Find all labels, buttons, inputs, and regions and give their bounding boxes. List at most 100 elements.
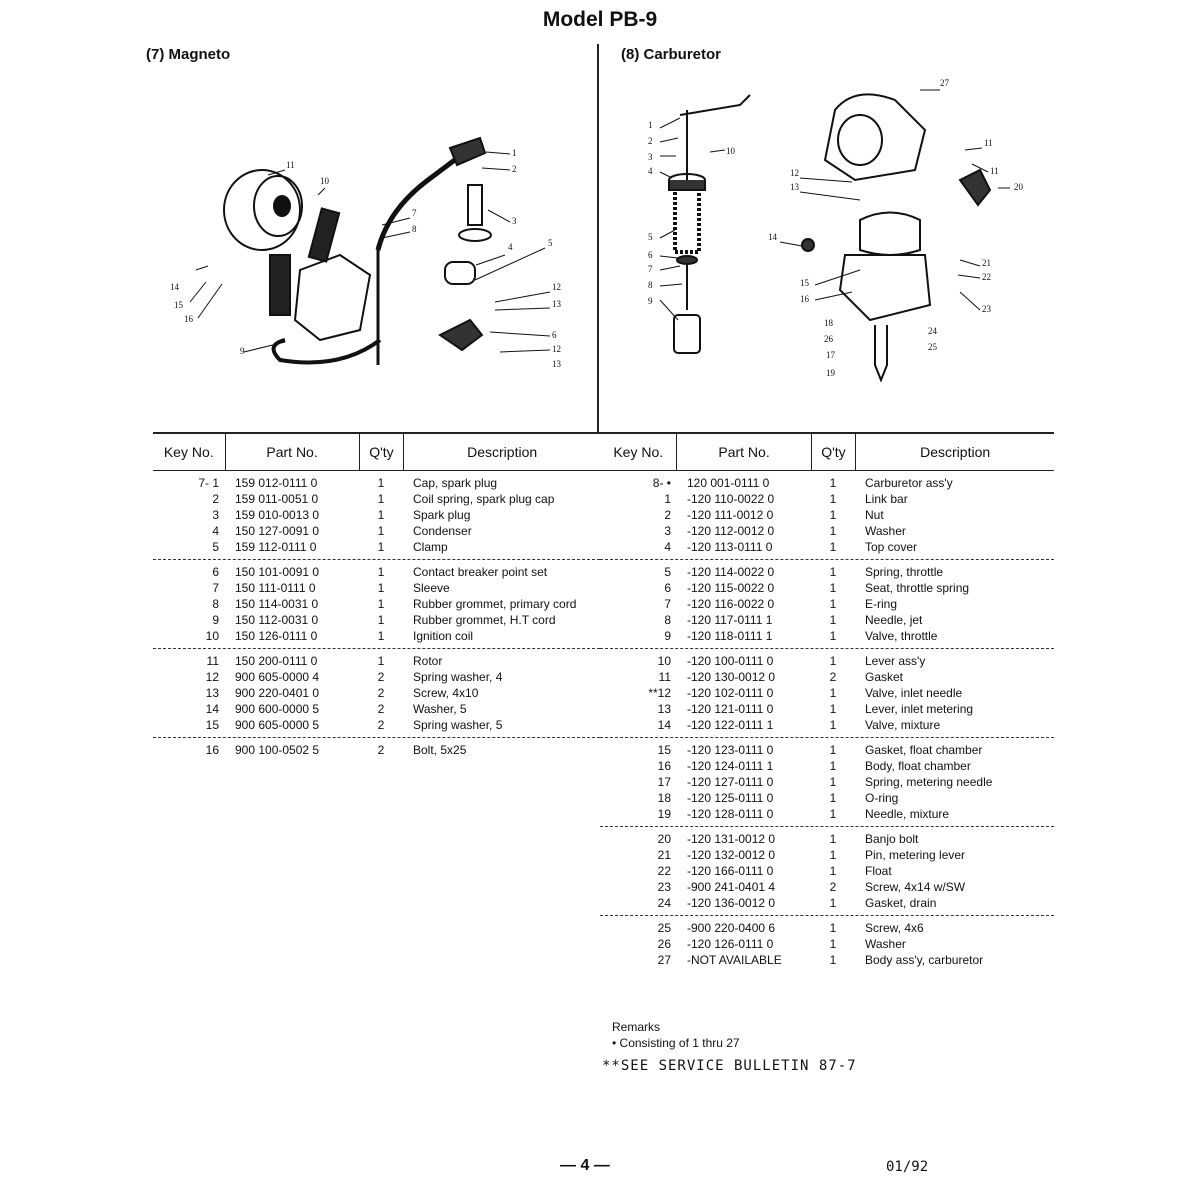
carburetor-parts-table: Key No. Part No. Q'ty Description 8- •12…	[600, 432, 1054, 972]
cell-desc: Rotor	[413, 654, 443, 668]
cell-part: 900 605-0000 5	[235, 718, 320, 732]
cell-part: -900 241-0401 4	[687, 880, 776, 894]
cell-part: -120 121-0111 0	[687, 702, 774, 716]
cell-desc: Gasket, drain	[865, 896, 937, 910]
col-key: Key No.	[600, 434, 678, 470]
cell-qty: 1	[829, 597, 837, 611]
cell-key: 15	[205, 718, 219, 732]
cell-part: -120 128-0111 0	[687, 807, 774, 821]
cell-qty: 1	[829, 581, 837, 595]
cell-qty: 1	[377, 629, 385, 643]
cell-part: -120 123-0111 0	[687, 743, 774, 757]
cell-desc: Gasket	[865, 670, 904, 684]
cell-part: -NOT AVAILABLE	[687, 953, 782, 967]
cell-qty: 1	[377, 508, 385, 522]
cell-key: 13	[205, 686, 219, 700]
cell-key: 7	[664, 597, 671, 611]
revision-date: 01/92	[886, 1159, 929, 1175]
cell-key: 4	[212, 524, 219, 538]
cell-key: 6	[664, 581, 671, 595]
callout-14: 14	[170, 282, 180, 292]
table-header: Key No. Part No. Q'ty Description	[153, 434, 600, 471]
cell-qty: 1	[829, 476, 837, 490]
col-desc: Description	[467, 444, 538, 460]
cell-key: 16	[205, 743, 219, 757]
cell-key: 7	[212, 581, 219, 595]
cell-qty: 1	[829, 921, 837, 935]
cell-desc: Screw, 4x14 w/SW	[865, 880, 966, 894]
cell-qty: 1	[829, 832, 837, 846]
cell-qty: 1	[829, 953, 837, 967]
cell-part: -120 126-0111 0	[687, 937, 774, 951]
callout-4: 4	[648, 166, 653, 176]
cell-desc: Rubber grommet, H.T cord	[413, 613, 556, 627]
cell-qty: 2	[377, 670, 385, 684]
callout-6: 6	[552, 330, 557, 340]
callout-11b: 11	[990, 166, 999, 176]
cell-qty: 1	[829, 508, 837, 522]
cell-key: 11	[206, 654, 219, 668]
cell-desc: Valve, mixture	[865, 718, 941, 732]
float-drawing	[859, 211, 921, 256]
cell-part: -120 130-0012 0	[687, 670, 776, 684]
magneto-heading: (7) Magneto	[146, 46, 231, 63]
cell-part: -120 118-0111 1	[687, 629, 773, 643]
remarks-note: • Consisting of 1 thru 27	[612, 1036, 740, 1050]
col-part: Part No.	[677, 434, 812, 470]
callout-11a: 11	[984, 138, 993, 148]
callout-8: 8	[648, 280, 653, 290]
callout-3: 3	[648, 152, 653, 162]
cell-key: 17	[657, 775, 671, 789]
cell-desc: Washer, 5	[413, 702, 467, 716]
cell-key: 11	[658, 670, 671, 684]
cell-qty: 1	[829, 896, 837, 910]
cell-desc: Nut	[865, 508, 884, 522]
cell-qty: 1	[829, 686, 837, 700]
cell-part: -120 111-0012 0	[687, 508, 774, 522]
callout-10: 10	[320, 176, 330, 186]
cell-desc: Body ass'y, carburetor	[865, 953, 984, 967]
callout-1: 1	[648, 120, 653, 130]
callout-8: 8	[412, 224, 417, 234]
cell-part: 150 126-0111 0	[235, 629, 318, 643]
cell-desc: Needle, jet	[865, 613, 923, 627]
callout-3: 3	[512, 216, 517, 226]
cell-qty: 1	[377, 597, 385, 611]
callout-9: 9	[240, 346, 245, 356]
cell-desc: Valve, inlet needle	[865, 686, 963, 700]
col-qty: Q'ty	[812, 434, 857, 470]
cell-part: -120 125-0111 0	[687, 791, 774, 805]
cell-part: -120 122-0111 1	[687, 718, 774, 732]
table-header: Key No. Part No. Q'ty Description	[600, 434, 1054, 471]
callout-2: 2	[512, 164, 517, 174]
cell-key: 22	[657, 864, 671, 878]
callout-16: 16	[184, 314, 194, 324]
cell-desc: Spring washer, 5	[413, 718, 503, 732]
callout-20: 20	[1014, 182, 1024, 192]
cell-qty: 1	[377, 524, 385, 538]
cell-key: 18	[657, 791, 671, 805]
cell-desc: Condenser	[413, 524, 472, 538]
cell-desc: Ignition coil	[413, 629, 474, 643]
cell-qty: 1	[829, 775, 837, 789]
throttle-valve-drawing	[673, 314, 701, 354]
cell-part: 900 100-0502 5	[235, 743, 320, 757]
